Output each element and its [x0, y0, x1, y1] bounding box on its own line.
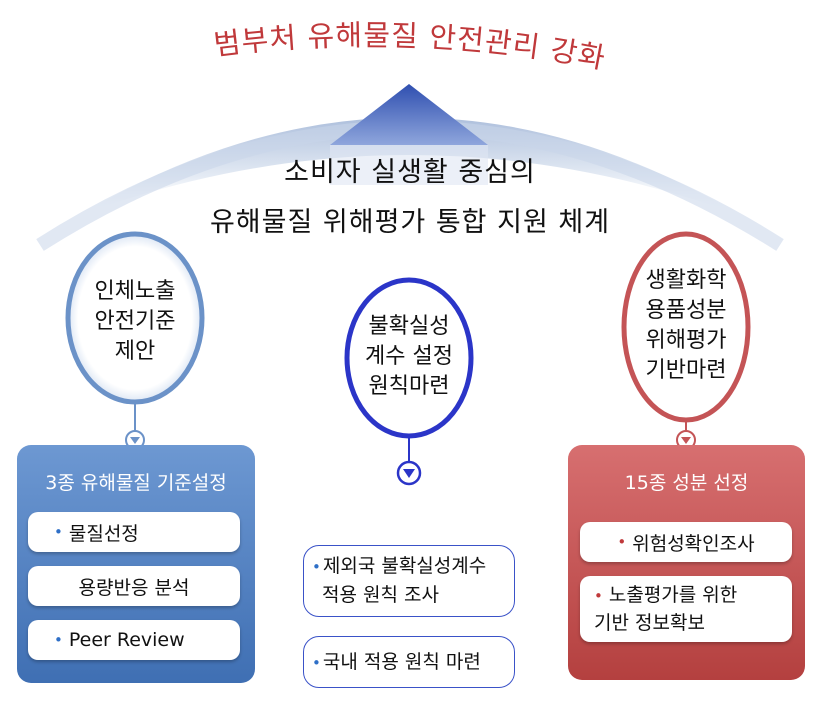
middle-item-1: •제외국 불확실성계수 적용 원칙 조사 [303, 545, 515, 617]
center-line-1: 소비자 실생활 중심의 [284, 157, 536, 188]
arch-band [80, 117, 740, 215]
middle-circle-line: 원칙마련 [368, 374, 450, 399]
left-item-1: • 물질선정 [28, 512, 240, 552]
left-item-2: 용량반응 분석 [28, 566, 240, 606]
left-panel-title: 3종 유해물질 기준설정 [45, 472, 227, 494]
middle-circle-line: 불확실성 [368, 314, 450, 339]
middle-item-line: 적용 원칙 조사 [322, 584, 439, 606]
right-circle-line: 생활화학 [645, 268, 727, 293]
bullet-icon: • [312, 558, 321, 576]
right-circle-text: 생활화학 용품성분 위해평가 기반마련 [626, 266, 746, 386]
middle-item-line: •국내 적용 원칙 마련 [312, 651, 481, 673]
left-item-label: 용량반응 분석 [78, 576, 190, 599]
bullet-icon: • [617, 533, 627, 551]
left-item-label: Peer Review [68, 629, 185, 651]
right-circle-line: 용품성분 [645, 298, 727, 323]
right-item-label: 위험성확인조사 [632, 532, 755, 555]
middle-item-2: •국내 적용 원칙 마련 [303, 636, 515, 688]
right-circle-line: 기반마련 [645, 358, 727, 383]
bullet-icon: • [54, 523, 63, 541]
up-arrow-stem-fade [330, 145, 488, 185]
middle-item-line: •제외국 불확실성계수 [312, 555, 487, 577]
left-circle-line: 인체노출 [94, 279, 176, 304]
bullet-icon: • [312, 654, 321, 672]
right-circle-line: 위해평가 [645, 328, 727, 353]
right-item-1: • 위험성확인조사 [580, 522, 792, 562]
middle-circle-text: 불확실성 계수 설정 원칙마련 [349, 312, 469, 402]
center-line-2: 유해물질 위해평가 통합 지원 체계 [209, 207, 611, 238]
left-item-label: 물질선정 [68, 522, 139, 545]
middle-circle-line: 계수 설정 [365, 344, 453, 369]
right-item-line: 기반 정보확보 [594, 611, 705, 634]
right-panel-title: 15종 성분 선정 [624, 472, 749, 494]
left-circle-text: 인체노출 안전기준 제안 [75, 277, 195, 367]
right-item-line: •노출평가를 위한 [594, 583, 738, 606]
left-circle-line: 안전기준 [94, 309, 176, 334]
up-arrow-triangle [330, 84, 488, 145]
left-circle-line: 제안 [114, 339, 156, 364]
left-item-3: • Peer Review [28, 620, 240, 660]
bullet-icon: • [54, 631, 63, 649]
right-item-2: •노출평가를 위한 기반 정보확보 [580, 576, 792, 642]
bullet-icon: • [594, 586, 603, 605]
